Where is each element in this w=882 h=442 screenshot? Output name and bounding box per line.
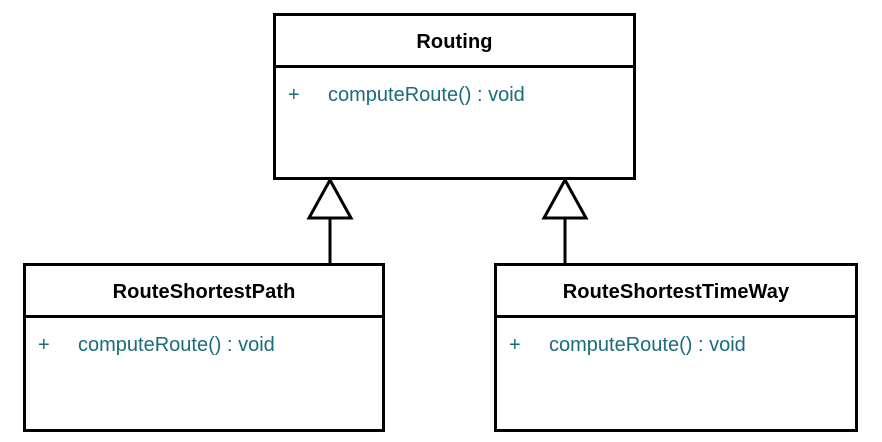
member-signature: computeRoute() : void: [328, 84, 525, 106]
class-members-routing: + computeRoute() : void: [276, 68, 633, 110]
class-name-routing: Routing: [276, 16, 633, 68]
class-name-route-shortest-time-way: RouteShortestTimeWay: [497, 266, 855, 318]
member-signature: computeRoute() : void: [549, 334, 746, 356]
member-row[interactable]: + computeRoute() : void: [26, 330, 382, 360]
member-row[interactable]: + computeRoute() : void: [276, 80, 633, 110]
class-members-route-shortest-time-way: + computeRoute() : void: [497, 318, 855, 360]
class-box-route-shortest-time-way[interactable]: RouteShortestTimeWay + computeRoute() : …: [494, 263, 858, 432]
class-members-route-shortest-path: + computeRoute() : void: [26, 318, 382, 360]
hollow-triangle-arrowhead-left: [306, 176, 354, 220]
member-row[interactable]: + computeRoute() : void: [497, 330, 855, 360]
member-visibility: +: [288, 84, 300, 106]
member-visibility: +: [38, 334, 50, 356]
class-box-route-shortest-path[interactable]: RouteShortestPath + computeRoute() : voi…: [23, 263, 385, 432]
hollow-triangle-arrowhead-right: [541, 176, 589, 220]
member-signature: computeRoute() : void: [78, 334, 275, 356]
member-visibility: +: [509, 334, 521, 356]
generalization-route-shortest-time-way: [541, 176, 589, 263]
generalization-route-shortest-path: [306, 176, 354, 263]
class-name-route-shortest-path: RouteShortestPath: [26, 266, 382, 318]
class-box-routing[interactable]: Routing + computeRoute() : void: [273, 13, 636, 180]
